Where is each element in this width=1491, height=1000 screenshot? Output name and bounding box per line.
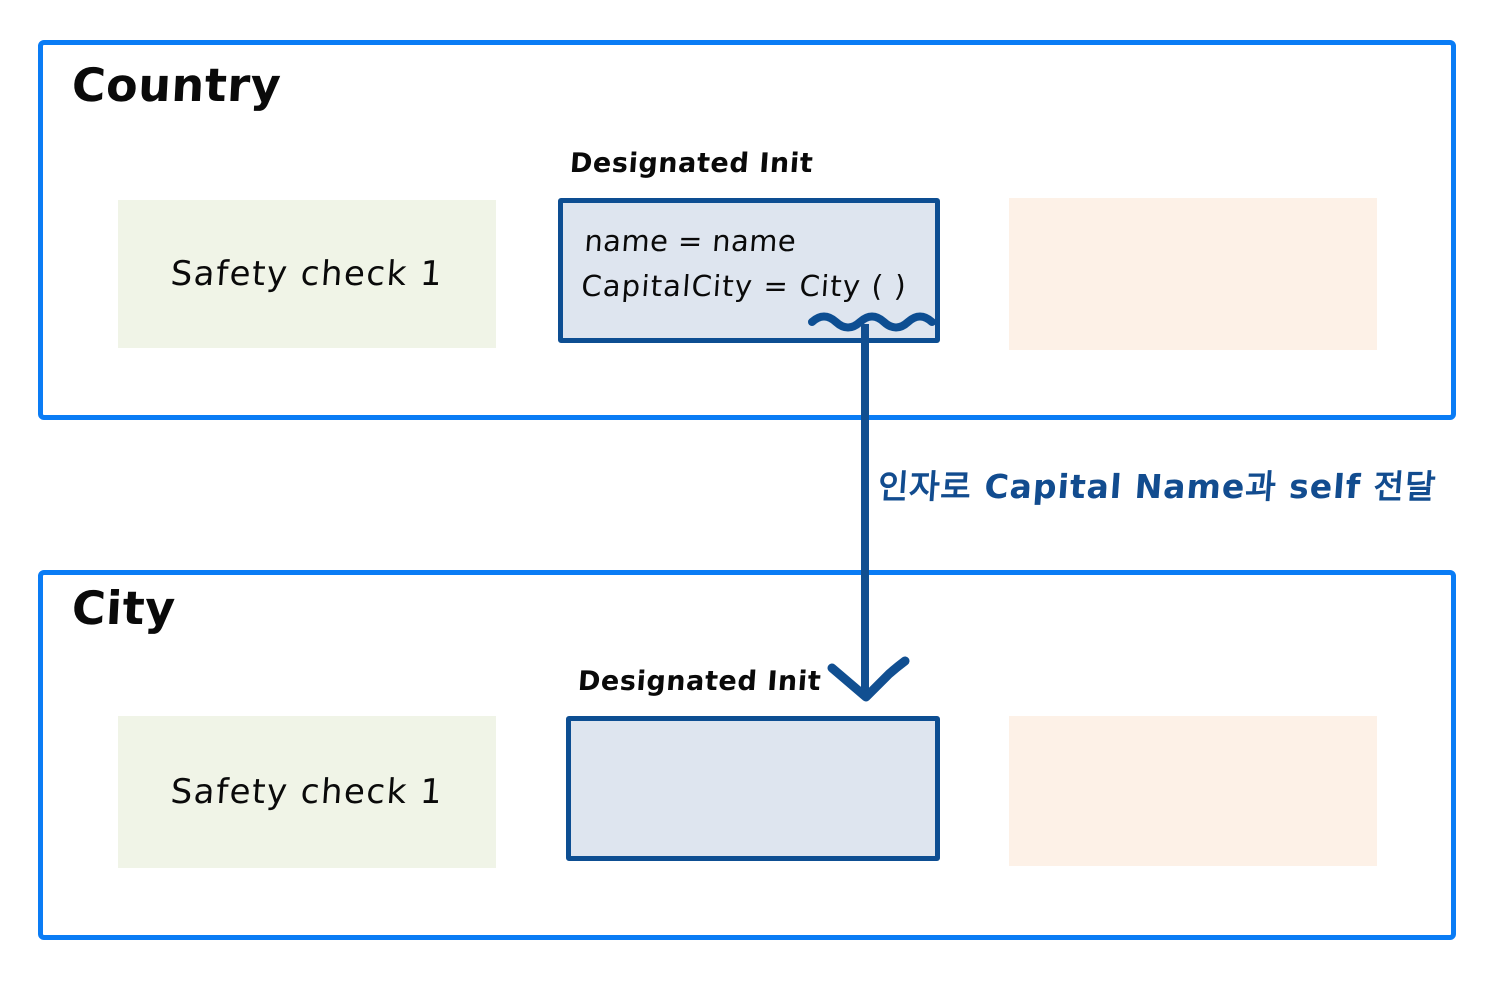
city-safety-check-panel: Safety check 1	[118, 716, 496, 868]
city-designated-init-label: Designated Init	[576, 666, 823, 697]
country-designated-init-label: Designated Init	[568, 148, 815, 179]
country-init-code-line-1: name = name	[583, 224, 798, 258]
city-peach-panel	[1009, 716, 1377, 866]
country-init-code-line-2: CapitalCity = City ( )	[580, 268, 909, 303]
country-designated-init-rect: name = name CapitalCity = City ( )	[558, 198, 940, 343]
city-designated-init-rect	[566, 716, 940, 861]
city-class-title: City	[70, 581, 177, 635]
city-safety-check-label: Safety check 1	[169, 772, 445, 812]
country-safety-check-panel: Safety check 1	[118, 200, 496, 348]
country-designated-init-code: name = name CapitalCity = City ( )	[580, 219, 912, 309]
country-peach-panel	[1009, 198, 1377, 350]
country-safety-check-label: Safety check 1	[169, 254, 445, 294]
connector-annotation-label: 인자로 Capital Name과 self 전달	[876, 467, 1438, 506]
country-class-title: Country	[70, 58, 283, 112]
